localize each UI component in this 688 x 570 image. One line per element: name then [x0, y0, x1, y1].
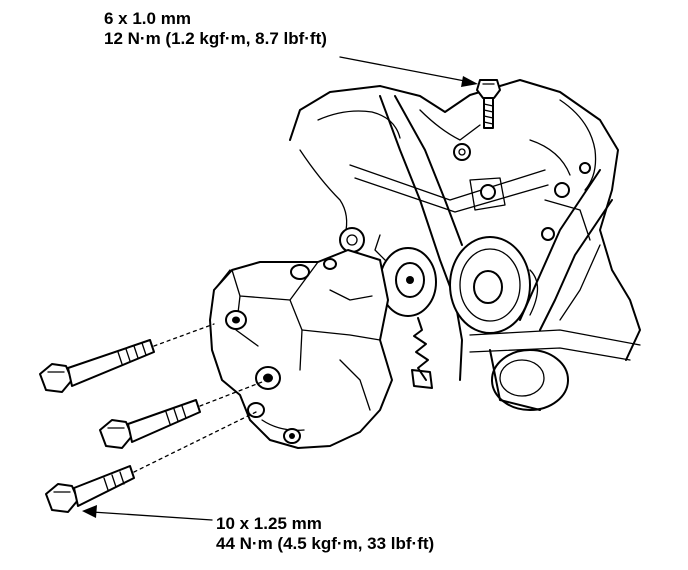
- bracket-bolt-lower: [45, 411, 257, 513]
- top-bolt-size: 6 x 1.0 mm: [104, 9, 191, 28]
- bracket-bolt-upper: [39, 323, 215, 393]
- bottom-bolt-size: 10 x 1.25 mm: [216, 514, 322, 533]
- top-bolt-spec-label: 6 x 1.0 mm 12 N·m (1.2 kgf·m, 8.7 lbf·ft…: [104, 9, 327, 49]
- top-bolt: [476, 79, 501, 129]
- bottom-bolt-spec-label: 10 x 1.25 mm 44 N·m (4.5 kgf·m, 33 lbf·f…: [216, 514, 434, 554]
- top-bolt-torque: 12 N·m (1.2 kgf·m, 8.7 lbf·ft): [104, 29, 327, 48]
- idler-pulley: [489, 349, 569, 411]
- water-pump-pulley: [449, 236, 539, 334]
- top-bolt-arrow: [339, 56, 478, 87]
- bottom-bolt-torque: 44 N·m (4.5 kgf·m, 33 lbf·ft): [216, 534, 435, 553]
- bracket-bolt-middle: [99, 381, 263, 449]
- engine-block: [289, 79, 641, 381]
- accessory-bracket: [209, 249, 393, 449]
- tensioner-pulley: [374, 234, 437, 389]
- bottom-bolt-arrow: [82, 505, 213, 521]
